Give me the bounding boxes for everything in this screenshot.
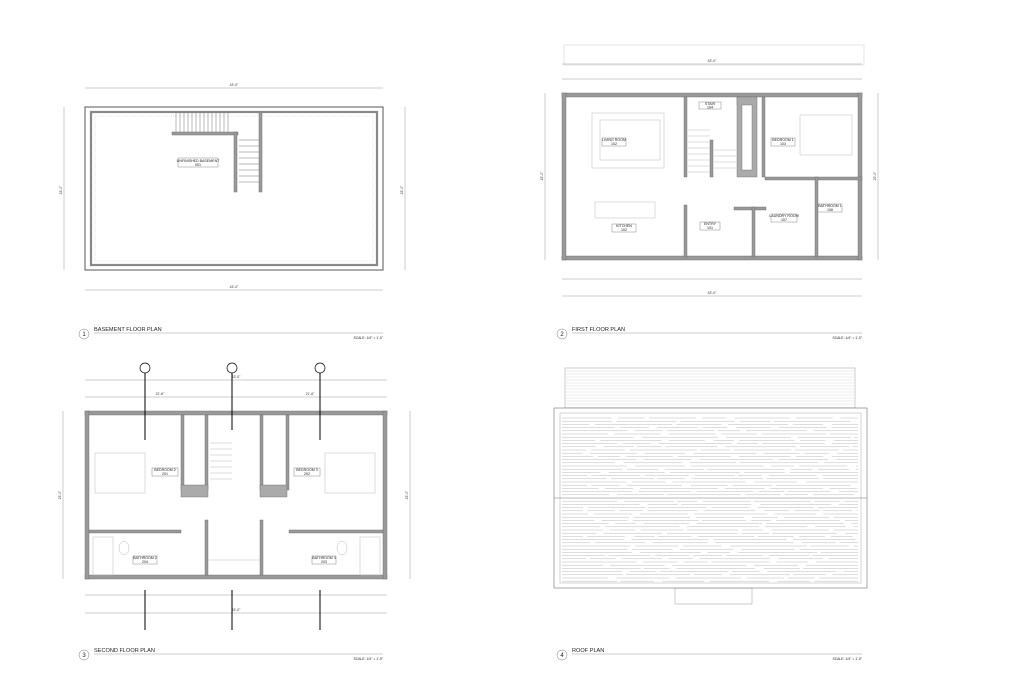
room-label: BATHROOM 3 <box>312 556 336 560</box>
first-floor-plan <box>544 44 879 297</box>
dimension: 43'-0" <box>230 285 239 289</box>
dimension: 23'-0" <box>873 171 877 180</box>
room-number: 103 <box>780 142 786 146</box>
room-number: 102 <box>611 142 617 146</box>
room-number: 204 <box>142 560 148 564</box>
room-number: 001 <box>195 163 201 167</box>
view-number: 4 <box>560 653 564 659</box>
view-title: BASEMENT FLOOR PLAN <box>94 327 162 333</box>
room-number: 203 <box>321 560 327 564</box>
room-label: BEDROOM 3 <box>296 468 318 472</box>
room-label: LAUNDRY ROOM <box>769 214 798 218</box>
dimension: 43'-0" <box>708 59 717 63</box>
dimension: 43'-0" <box>708 291 717 295</box>
dimension: 21'-6" <box>306 392 315 396</box>
basement-labels: UNFINISHED BASEMENT 001 43'-0" 43'-0" 23… <box>59 83 404 289</box>
room-label: ENTRY <box>704 222 717 226</box>
view-title: SECOND FLOOR PLAN <box>94 648 155 654</box>
view-title: FIRST FLOOR PLAN <box>572 327 625 333</box>
room-number: 101 <box>707 226 713 230</box>
view-title: ROOF PLAN <box>572 648 604 654</box>
room-label: BATHROOM 2 <box>133 556 157 560</box>
dimension: 23'-0" <box>540 171 544 180</box>
room-label: BEDROOM 2 <box>154 468 176 472</box>
view-title-1: 1 BASEMENT FLOOR PLAN SCALE: 1/4" = 1'-0… <box>82 327 383 340</box>
view-number: 3 <box>82 653 86 659</box>
dimension: 43'-0" <box>232 608 241 612</box>
dimension: 43'-0" <box>230 83 239 87</box>
view-scale: SCALE: 1/4" = 1'-0" <box>832 336 862 340</box>
room-number: 106 <box>827 208 833 212</box>
view-scale: SCALE: 1/4" = 1'-0" <box>353 336 383 340</box>
room-label: BEDROOM 1 <box>772 138 794 142</box>
view-scale: SCALE: 1/4" = 1'-0" <box>353 657 383 661</box>
room-label: BATHROOM 1 <box>818 204 842 208</box>
room-label: STAIR <box>705 102 716 106</box>
room-number: 104 <box>707 106 713 110</box>
room-number: 201 <box>162 472 168 476</box>
section-marker <box>226 362 238 374</box>
dimension: 23'-0" <box>58 490 62 499</box>
dimension: 21'-6" <box>156 392 165 396</box>
dimension: 43'-0" <box>232 375 241 379</box>
dimension: 23'-0" <box>59 185 63 194</box>
room-label: UNFINISHED BASEMENT <box>177 159 221 163</box>
first-floor-labels: LIVING ROOM 102 STAIR 104 BEDROOM 1 103 … <box>540 59 877 295</box>
section-marker <box>139 362 151 374</box>
view-scale: SCALE: 1/4" = 1'-0" <box>832 657 862 661</box>
room-number: 202 <box>304 472 310 476</box>
section-marker <box>314 362 326 374</box>
dimension: 23'-0" <box>405 490 409 499</box>
basement-stair <box>171 111 263 193</box>
view-number: 2 <box>560 332 564 338</box>
basement-plan <box>63 87 406 291</box>
view-title-2: 2 FIRST FLOOR PLAN SCALE: 1/4" = 1'-0" <box>560 327 862 340</box>
second-floor-plan <box>62 362 411 630</box>
room-number: 107 <box>781 218 787 222</box>
view-title-4: 4 ROOF PLAN SCALE: 1/4" = 1'-0" <box>560 648 862 661</box>
room-label: LIVING ROOM <box>602 138 626 142</box>
room-number: 102 <box>621 228 627 232</box>
view-number: 1 <box>82 332 86 338</box>
roof-shingles <box>562 370 858 582</box>
view-title-3: 3 SECOND FLOOR PLAN SCALE: 1/4" = 1'-0" <box>82 648 383 661</box>
room-label: KITCHEN <box>616 224 632 228</box>
dimension: 23'-0" <box>400 185 404 194</box>
second-floor-labels: BEDROOM 2 201 BEDROOM 3 202 BATHROOM 2 2… <box>58 375 409 612</box>
